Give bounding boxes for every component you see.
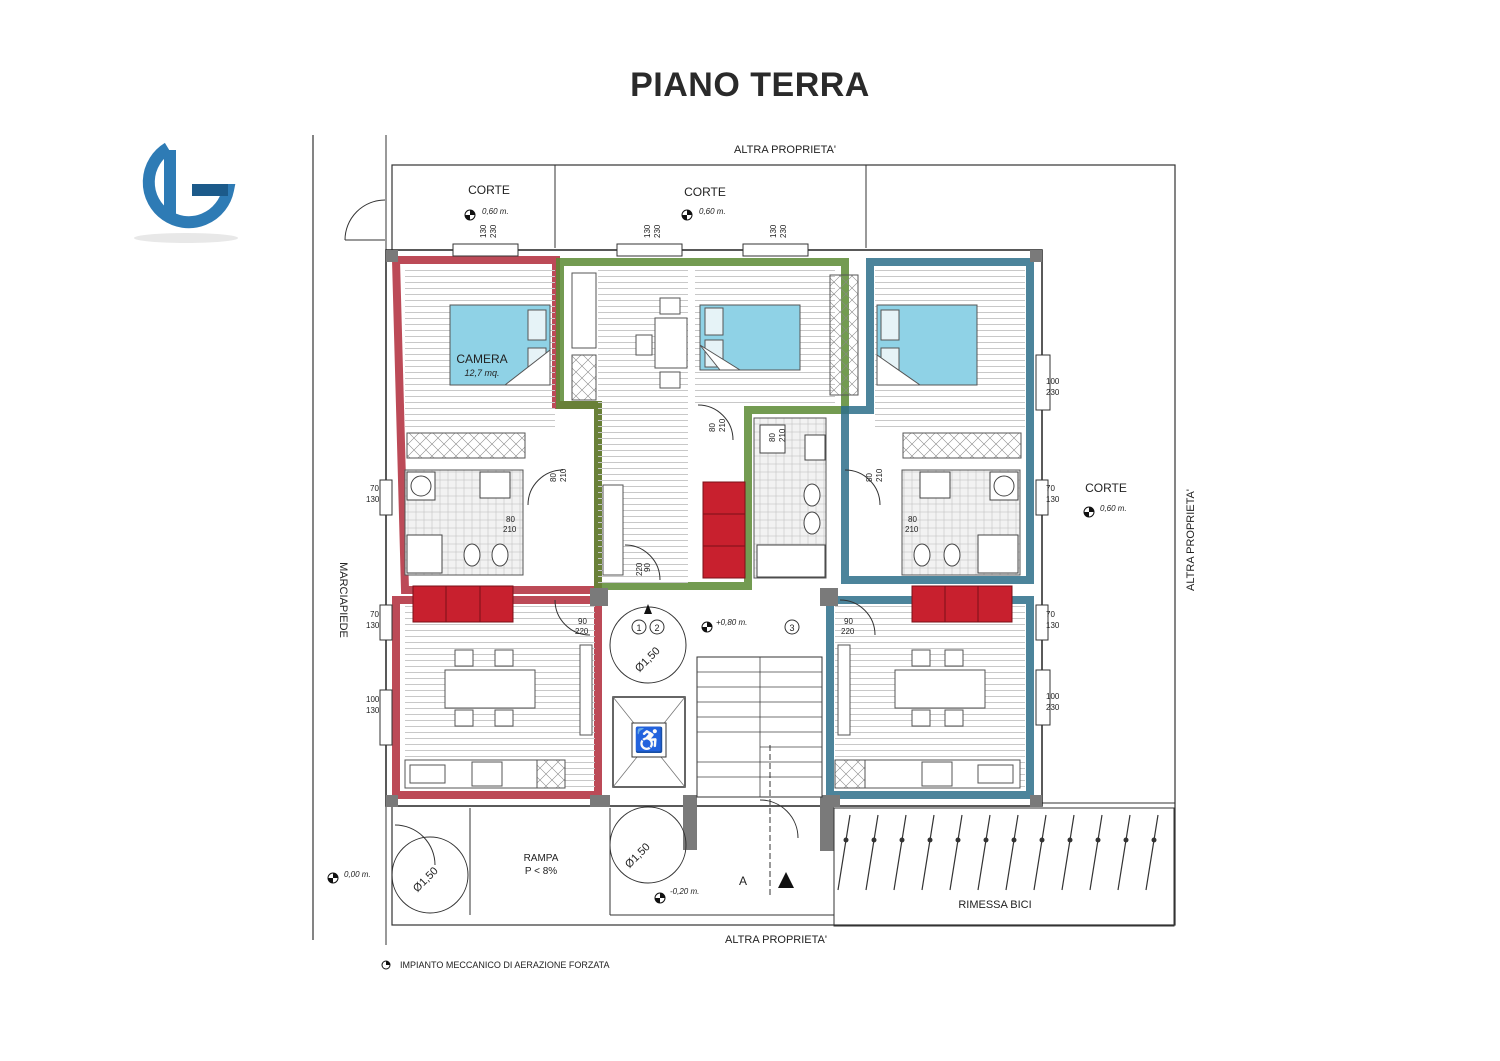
bed-left bbox=[449, 304, 551, 386]
svg-text:70: 70 bbox=[370, 610, 379, 619]
svg-text:90: 90 bbox=[578, 617, 587, 626]
svg-text:90: 90 bbox=[844, 617, 853, 626]
svg-text:210: 210 bbox=[559, 468, 568, 482]
svg-text:130: 130 bbox=[366, 621, 380, 630]
svg-text:80: 80 bbox=[865, 473, 874, 482]
level-marker-icons bbox=[327, 209, 1095, 904]
label-courtyard-left: CORTE bbox=[468, 183, 510, 197]
stair-number-2: 2 bbox=[654, 623, 659, 633]
label-courtyard-center: CORTE bbox=[684, 185, 726, 199]
label-turning-circle-3: Ø1,50 bbox=[411, 865, 441, 895]
svg-text:230: 230 bbox=[1046, 388, 1060, 397]
section-arrow-icon bbox=[778, 872, 794, 888]
svg-text:100: 100 bbox=[1046, 377, 1060, 386]
level-courtyard-right: 0,60 m. bbox=[1100, 504, 1127, 513]
label-street: MARCIAPIEDE bbox=[337, 562, 349, 638]
svg-text:220: 220 bbox=[841, 627, 855, 636]
stair-number-1: 1 bbox=[636, 623, 641, 633]
label-ramp: RAMPA bbox=[524, 853, 559, 864]
svg-text:130: 130 bbox=[479, 224, 488, 238]
bed-right bbox=[876, 304, 978, 386]
wheelchair-icon bbox=[631, 722, 667, 758]
svg-text:70: 70 bbox=[370, 484, 379, 493]
page-title: PIANO TERRA bbox=[630, 66, 870, 104]
label-section: A bbox=[739, 874, 747, 888]
svg-text:210: 210 bbox=[778, 428, 787, 442]
level-street: 0,00 m. bbox=[344, 870, 371, 879]
level-courtyard-top-center: 0,60 m. bbox=[699, 207, 726, 216]
svg-text:130: 130 bbox=[643, 224, 652, 238]
bike-rack-icons bbox=[837, 814, 1159, 891]
bed-center bbox=[699, 304, 801, 371]
legend-text: IMPIANTO MECCANICO DI AERAZIONE FORZATA bbox=[400, 960, 610, 970]
svg-text:130: 130 bbox=[769, 224, 778, 238]
svg-text:80: 80 bbox=[549, 473, 558, 482]
label-bike-storage: RIMESSA BICI bbox=[958, 899, 1031, 911]
label-room-area: 12,7 mq. bbox=[464, 368, 499, 378]
window-dimensions: 130 230 130 230 130 230 100 230 100 230 … bbox=[366, 224, 1060, 715]
label-ramp-slope: P < 8% bbox=[525, 866, 557, 877]
svg-text:230: 230 bbox=[1046, 703, 1060, 712]
svg-text:90: 90 bbox=[643, 563, 652, 572]
level-courtyard-top-left: 0,60 m. bbox=[482, 207, 509, 216]
svg-text:230: 230 bbox=[489, 224, 498, 238]
level-ramp-bottom: -0,20 m. bbox=[670, 887, 699, 896]
label-bottom-neighbor: ALTRA PROPRIETA' bbox=[725, 934, 827, 946]
svg-text:70: 70 bbox=[1046, 610, 1055, 619]
svg-text:70: 70 bbox=[1046, 484, 1055, 493]
svg-text:80: 80 bbox=[708, 423, 717, 432]
svg-text:210: 210 bbox=[875, 468, 884, 482]
svg-text:210: 210 bbox=[905, 525, 919, 534]
label-courtyard-right: CORTE bbox=[1085, 481, 1127, 495]
gb-monogram-logo bbox=[134, 142, 238, 243]
level-entrance: +0,80 m. bbox=[716, 618, 747, 627]
svg-text:130: 130 bbox=[366, 495, 380, 504]
svg-text:220: 220 bbox=[575, 627, 589, 636]
label-turning-circle-2: Ø1,50 bbox=[623, 841, 653, 871]
svg-text:80: 80 bbox=[908, 515, 917, 524]
svg-text:100: 100 bbox=[366, 695, 380, 704]
svg-text:80: 80 bbox=[506, 515, 515, 524]
svg-text:230: 230 bbox=[779, 224, 788, 238]
svg-text:130: 130 bbox=[1046, 621, 1060, 630]
turning-circle-3 bbox=[391, 836, 469, 914]
svg-text:220: 220 bbox=[635, 562, 644, 576]
svg-text:80: 80 bbox=[768, 433, 777, 442]
label-right-neighbor: ALTRA PROPRIETA' bbox=[1185, 489, 1197, 591]
svg-text:130: 130 bbox=[366, 706, 380, 715]
svg-text:210: 210 bbox=[718, 418, 727, 432]
svg-text:♿: ♿ bbox=[634, 726, 664, 754]
label-top-neighbor: ALTRA PROPRIETA' bbox=[734, 144, 836, 156]
svg-text:210: 210 bbox=[503, 525, 517, 534]
sofa-shapes bbox=[412, 481, 1013, 623]
svg-text:230: 230 bbox=[653, 224, 662, 238]
svg-text:130: 130 bbox=[1046, 495, 1060, 504]
stair-number-3: 3 bbox=[789, 623, 794, 633]
svg-text:100: 100 bbox=[1046, 692, 1060, 701]
label-room-name: CAMERA bbox=[456, 352, 507, 366]
door-dimensions: 80 210 80 210 80 210 80 210 80 210 80 21… bbox=[503, 418, 919, 636]
